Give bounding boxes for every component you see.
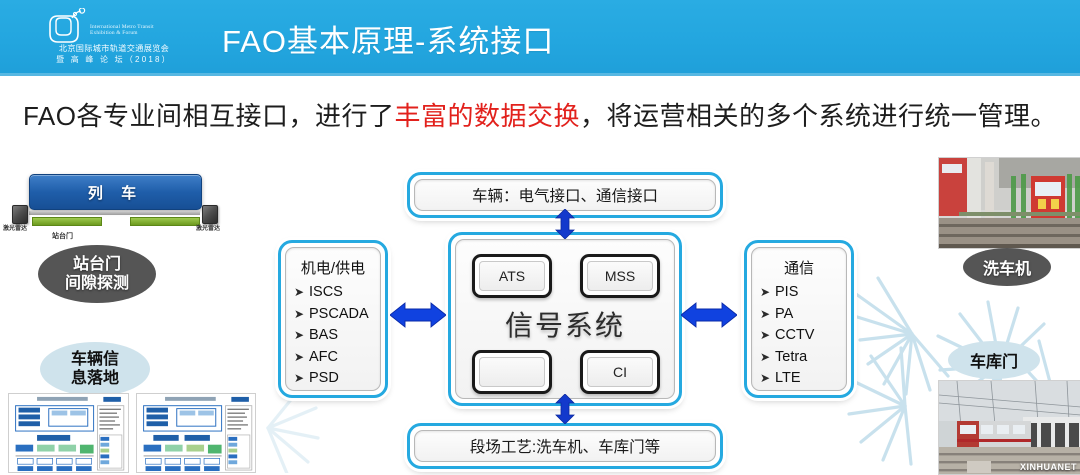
platform-door-gap-callout: 站台门 间隙探测 [38, 245, 156, 303]
wash-machine-callout: 洗车机 [963, 248, 1051, 286]
list-item-label: LTE [775, 370, 801, 386]
list-item-label: AFC [309, 348, 338, 365]
list-item-label: ISCS [309, 284, 343, 300]
platform-door-segment-left [32, 217, 102, 226]
lidar-sensor-left-icon [12, 205, 28, 224]
subtitle-text: FAO各专业间相互接口，进行了丰富的数据交换，将运营相关的多个系统进行统一管理。 [0, 96, 1080, 133]
signal-system-box: ATS MSS CI 信号系统 [448, 232, 682, 406]
bullet-arrow-icon: ➤ [760, 349, 771, 364]
bullet-arrow-icon: ➤ [294, 371, 305, 385]
platform-door-segment-right [130, 217, 200, 226]
subtitle-part1: FAO各专业间相互接口，进行了 [22, 101, 395, 131]
wash-machine-label: 洗车机 [982, 261, 1031, 278]
chip-ci: CI [580, 350, 660, 394]
depot-gate-callout: 车库门 [948, 341, 1040, 379]
depot-gate-label: 车库门 [969, 354, 1018, 371]
chip-ci-label: CI [587, 357, 653, 387]
watermark-label: XINHUANET [1019, 462, 1077, 472]
chip-blank [472, 350, 552, 394]
list-item: ➤ PSD [294, 368, 376, 390]
signal-system-box-inner: ATS MSS CI 信号系统 [455, 239, 675, 399]
vehicle-interface-label: 车辆：电气接口、通信接口 [471, 188, 658, 205]
flowchart-thumbnails [8, 393, 256, 473]
psd-callout-line1: 站台门 [72, 256, 121, 273]
train-graphic: 列 车 [29, 174, 202, 210]
vehicle-callout-line1: 车辆信 [70, 351, 119, 368]
depot-process-label: 段场工艺:洗车机、车库门等 [469, 439, 661, 456]
bullet-arrow-icon: ➤ [760, 328, 771, 342]
platform-door-small-label: 站台门 [52, 233, 73, 240]
logo-chinese-line1: 北京国际城市轨道交通展览会 [58, 44, 170, 53]
vehicle-info-callout: 车辆信 息落地 [40, 342, 150, 396]
chip-ats: ATS [472, 254, 552, 298]
signal-system-title: 信号系统 [504, 310, 625, 341]
list-item: ➤ PSCADA [294, 304, 376, 326]
flowchart-thumbnail-image [137, 394, 255, 472]
lidar-left-label: 激光雷达 [3, 226, 28, 232]
list-item: ➤ ISCS [294, 282, 376, 304]
list-item: ➤ Tetra [760, 347, 842, 369]
chip-mss-label: MSS [587, 261, 653, 291]
bullet-arrow-icon: ➤ [294, 306, 305, 321]
mechanical-power-list: ➤ ISCS ➤ PSCADA ➤ BAS ➤ AFC ➤ PSD [294, 282, 376, 390]
list-item: ➤ BAS [294, 325, 376, 347]
communication-list: ➤ PIS ➤ PA ➤ CCTV ➤ Tetra ➤ LTE [760, 282, 842, 390]
page-title: FAO基本原理-系统接口 [222, 24, 555, 59]
bullet-arrow-icon: ➤ [760, 306, 771, 321]
logo-english-text: International Metro Transit Exhibition &… [90, 24, 154, 37]
arrow-vertical-bottom-icon [555, 394, 575, 424]
list-item-label: PSCADA [309, 305, 369, 322]
list-item: ➤ CCTV [760, 325, 842, 347]
chip-ats-label: ATS [479, 261, 545, 291]
mechanical-power-box: 机电/供电 ➤ ISCS ➤ PSCADA ➤ BAS ➤ AFC ➤ PSD [278, 240, 388, 398]
lidar-sensor-right-icon [202, 205, 218, 224]
chip-blank-label [479, 357, 545, 387]
list-item: ➤ PIS [760, 282, 842, 304]
event-logo: International Metro Transit Exhibition &… [28, 6, 196, 70]
flowchart-thumbnail-image [9, 394, 127, 472]
depot-process-box-inner: 段场工艺:洗车机、车库门等 [414, 430, 716, 462]
chip-mss: MSS [580, 254, 660, 298]
logo-chinese-line2: 暨 高 峰 论 坛（2018） [56, 55, 172, 64]
train-label: 列 车 [87, 184, 144, 202]
psd-callout-line2: 间隙探测 [64, 275, 129, 292]
flowchart-thumbnail [8, 393, 129, 473]
train-wash-photo-image [939, 158, 1080, 248]
arrow-horizontal-right-icon [681, 302, 737, 328]
communication-title: 通信 [783, 260, 814, 277]
train-wash-photo [938, 157, 1080, 249]
list-item-label: PA [775, 305, 794, 322]
communication-box-inner: 通信 ➤ PIS ➤ PA ➤ CCTV ➤ Tetra ➤ LTE [751, 247, 847, 391]
communication-box: 通信 ➤ PIS ➤ PA ➤ CCTV ➤ Tetra ➤ LTE [744, 240, 854, 398]
list-item-label: PIS [775, 284, 799, 300]
list-item-label: CCTV [775, 327, 815, 343]
list-item-label: Tetra [775, 348, 808, 365]
bullet-arrow-icon: ➤ [760, 371, 771, 385]
rail-line [29, 211, 200, 215]
vehicle-interface-box-inner: 车辆：电气接口、通信接口 [414, 179, 716, 211]
list-item-label: BAS [309, 327, 339, 343]
arrow-horizontal-left-icon [390, 302, 446, 328]
subtitle-highlight: 丰富的数据交换 [394, 101, 580, 131]
vehicle-callout-line2: 息落地 [70, 370, 119, 387]
list-item-label: PSD [309, 370, 339, 386]
list-item: ➤ LTE [760, 368, 842, 390]
logo-mark-icon [49, 8, 86, 43]
lidar-right-label: 激光雷达 [196, 226, 221, 232]
mechanical-power-box-inner: 机电/供电 ➤ ISCS ➤ PSCADA ➤ BAS ➤ AFC ➤ PSD [285, 247, 381, 391]
depot-process-box: 段场工艺:洗车机、车库门等 [407, 423, 723, 469]
list-item: ➤ AFC [294, 347, 376, 369]
bullet-arrow-icon: ➤ [294, 285, 305, 299]
flowchart-thumbnail [135, 393, 256, 473]
bullet-arrow-icon: ➤ [294, 328, 305, 342]
mechanical-power-title: 机电/供电 [300, 260, 366, 277]
depot-gate-photo-image [939, 381, 1080, 474]
bullet-arrow-icon: ➤ [294, 349, 305, 364]
list-item: ➤ PA [760, 304, 842, 326]
depot-gate-photo: XINHUANET [938, 380, 1080, 475]
arrow-vertical-top-icon [555, 209, 575, 239]
subtitle-part2: ，将运营相关的多个系统进行统一管理。 [580, 101, 1058, 131]
header-banner: International Metro Transit Exhibition &… [0, 0, 1080, 76]
bullet-arrow-icon: ➤ [760, 285, 771, 299]
